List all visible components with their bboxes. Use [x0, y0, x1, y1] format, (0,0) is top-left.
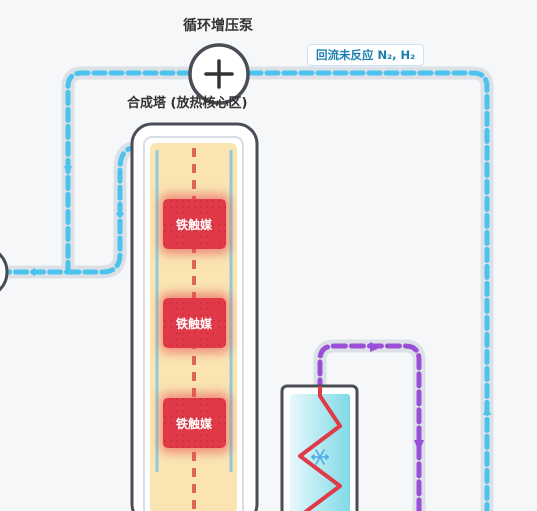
flow-arrow-down [64, 166, 72, 176]
flow-arrow-up-right [483, 405, 491, 415]
catalyst-label: 铁触媒 [175, 317, 212, 331]
catalyst-bed-3 [160, 393, 230, 453]
condenser [280, 384, 359, 511]
flow-arrow-right [33, 268, 43, 276]
recycle-flow [0, 70, 490, 511]
cooling-arrow-down [414, 440, 424, 452]
cooling-pipe [313, 339, 426, 511]
catalyst-bed-1 [160, 194, 230, 254]
return-flow-label: 回流未反应 N₂, H₂ [307, 44, 425, 66]
catalyst-label: 铁触媒 [175, 218, 212, 232]
circulation-pump [188, 43, 250, 105]
mixer-node [0, 252, 9, 292]
cooling-coil [298, 386, 342, 511]
snowflake-icon [311, 449, 329, 465]
plus-icon [204, 59, 234, 89]
catalyst-label: 铁触媒 [175, 417, 212, 431]
pump-title: 循环增压泵 [183, 18, 253, 34]
catalyst-bed-2 [160, 293, 230, 353]
flow-arrows [33, 166, 491, 415]
tower-title: 合成塔 (放热核心区) [127, 96, 248, 111]
flow-arrow-up [116, 205, 124, 215]
cooling-arrow-right [370, 342, 382, 352]
